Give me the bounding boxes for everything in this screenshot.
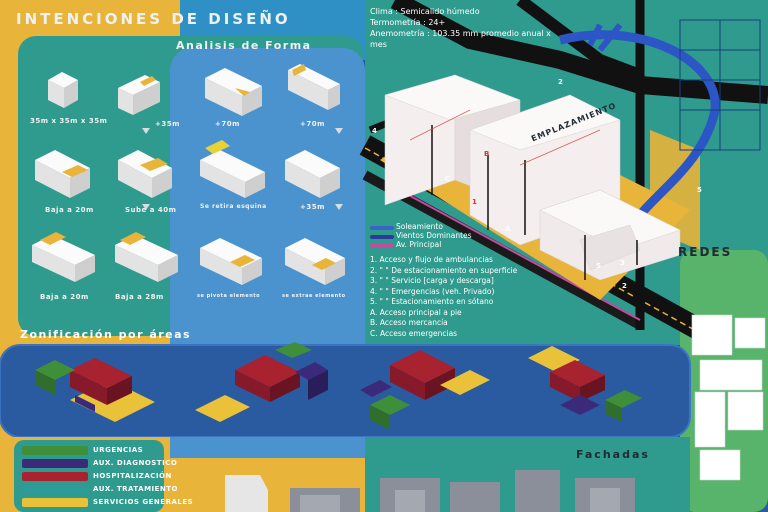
site-marker: 2	[622, 282, 627, 290]
site-legend-label: Soleamiento	[396, 222, 443, 231]
zoning-legend-swatch	[22, 459, 88, 468]
form-caption: Sube a 40m	[125, 206, 177, 214]
site-marker: 5	[697, 186, 702, 194]
massing-step-8	[285, 150, 340, 198]
zoning-band	[0, 345, 690, 437]
massing-step-3	[205, 68, 262, 116]
form-caption: Baja a 20m	[40, 293, 89, 301]
massing-step-2	[118, 75, 160, 115]
form-caption: Se retira esquina	[200, 203, 267, 210]
climate-line: Clima : Semicalido húmedo	[370, 7, 480, 16]
form-caption: se pivota elemento	[197, 293, 261, 299]
massing-step-10	[115, 232, 178, 282]
massing-step-6	[118, 150, 172, 198]
site-marker: 3	[620, 259, 625, 267]
main-title: INTENCIONES DE DISEÑO	[16, 10, 291, 28]
site-legend-label: Av. Principal	[396, 240, 442, 249]
climate-line: mes	[370, 40, 387, 49]
form-caption: 35m x 35m x 35m	[30, 117, 108, 125]
site-marker: C	[445, 175, 451, 183]
site-note: 2. " " De estacionamiento en superficie	[370, 265, 518, 275]
zoning-model-3	[360, 350, 490, 430]
site-note: A. Acceso principal a pie	[370, 307, 462, 317]
site-marker: B	[484, 150, 490, 158]
zoning-legend-label: AUX. TRATAMIENTO	[93, 485, 179, 493]
site-note: C. Acceso emergencias	[370, 328, 458, 338]
zoning-legend-box	[14, 440, 164, 512]
site-legend-swatch	[370, 244, 394, 248]
zoning-legend-label: URGENCIAS	[93, 446, 144, 454]
zoning-legend-label: HOSPITALIZACIÓN	[93, 472, 172, 480]
climate-line: Termometría : 24+	[370, 18, 446, 27]
site-note: B. Acceso mercancía	[370, 318, 448, 327]
zoning-heading: Zonificación por áreas	[20, 328, 192, 341]
form-caption: +70m	[300, 120, 325, 128]
form-caption: +35m	[155, 120, 180, 128]
site-marker: 4	[372, 127, 377, 135]
form-caption: se extrae elemento	[282, 293, 346, 299]
zoning-legend-swatch	[22, 446, 88, 455]
site-note: 1. Acceso y flujo de ambulancias	[370, 255, 493, 264]
zoning-legend-swatch	[22, 472, 88, 481]
site-legend-swatch	[370, 226, 394, 230]
site-marker: 2	[558, 78, 563, 86]
site-note: 5. " " Estacionamiento en sótano	[370, 297, 494, 306]
form-analysis-heading: Analisis de Forma	[176, 39, 312, 52]
networks-heading: REDES	[678, 245, 733, 259]
zoning-model-4	[528, 346, 642, 422]
site-note: 4. " " Emergencias (veh. Privado)	[370, 286, 495, 296]
site-note: 3. " " Servicio [carga y descarga]	[370, 276, 494, 285]
zoning-model-2	[195, 342, 328, 422]
site-marker: A	[505, 225, 511, 233]
massing-step-12	[285, 238, 345, 285]
form-caption: +35m	[300, 203, 325, 211]
massing-step-1	[48, 72, 78, 108]
form-caption: Baja a 20m	[45, 206, 94, 214]
form-caption: Baja a 28m	[115, 293, 164, 301]
site-marker: 1	[472, 198, 477, 206]
massing-step-7	[200, 140, 265, 198]
zoning-legend-swatch	[22, 498, 88, 507]
site-legend-swatch	[370, 235, 394, 239]
climate-line: Anemometría : 103.35 mm promedio anual x	[370, 29, 551, 38]
massing-step-4	[288, 64, 340, 110]
massing-step-5	[35, 150, 90, 198]
form-caption: +70m	[215, 120, 240, 128]
zoning-legend-label: AUX. DIAGNOSTICO	[93, 459, 178, 467]
site-marker: 5	[596, 262, 601, 270]
zoning-model-1	[35, 358, 155, 422]
facades-heading: Fachadas	[576, 448, 650, 461]
massing-step-9	[32, 232, 95, 282]
zoning-legend-swatch	[22, 485, 88, 494]
site-legend-label: Vientos Dominantes	[396, 231, 472, 240]
massing-step-11	[200, 238, 262, 285]
zoning-legend-label: SERVICIOS GENERALES	[93, 498, 194, 506]
